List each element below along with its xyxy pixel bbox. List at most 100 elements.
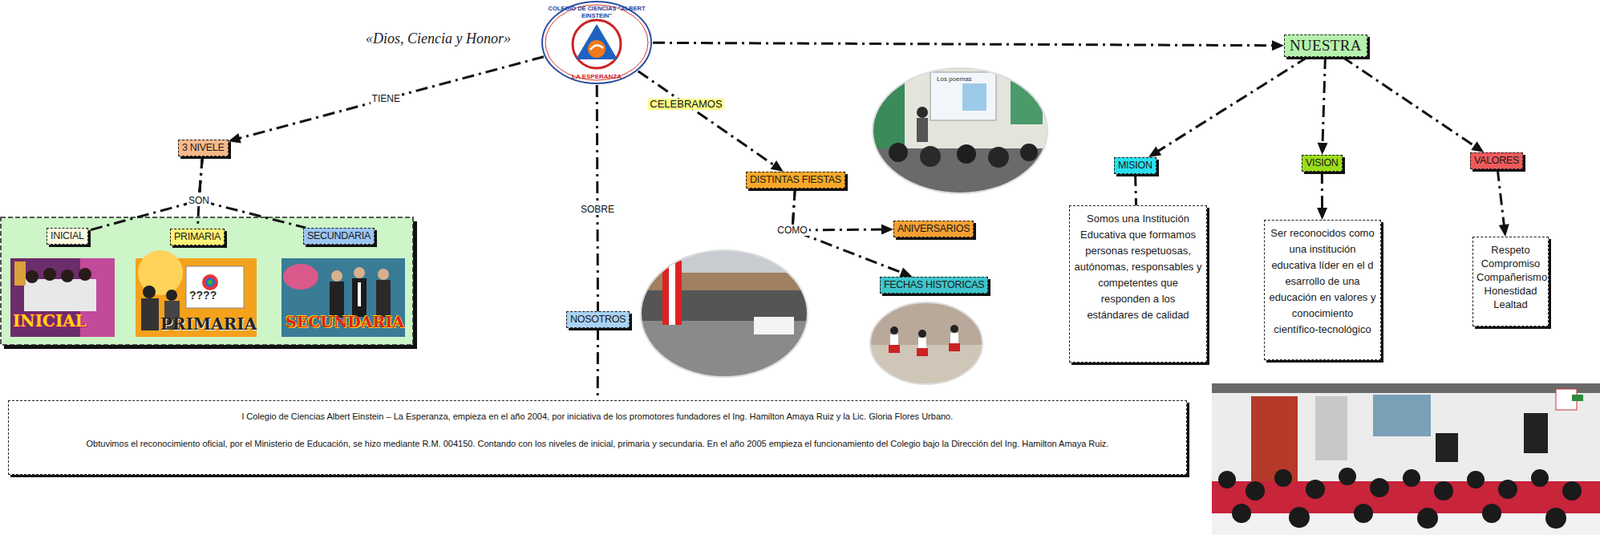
node-text: SECUNDARIA — [307, 230, 371, 243]
category-tag: MISION — [1113, 157, 1157, 175]
photo-part — [962, 83, 987, 111]
photo-part — [918, 329, 927, 338]
photo-part — [377, 268, 389, 280]
photo-part — [14, 261, 26, 286]
arrow-head — [1271, 40, 1285, 51]
photo-part — [25, 270, 39, 284]
connector — [228, 56, 545, 144]
photo-part — [950, 324, 959, 333]
arrow-head — [1470, 141, 1484, 153]
node-text: FECHAS HISTORICAS — [883, 279, 985, 292]
photo-part — [1433, 481, 1454, 501]
inicial-photo — [10, 258, 115, 337]
photo-part — [1315, 396, 1348, 461]
photo-part — [1353, 503, 1374, 523]
connector-line — [596, 85, 598, 312]
parade-photo — [640, 250, 809, 378]
photo-part — [1498, 479, 1518, 499]
flag — [668, 260, 676, 325]
node-text: NOSOTROS — [570, 313, 626, 326]
photo-caption: ???? — [189, 288, 217, 302]
classroom-photo — [872, 68, 1049, 197]
node-text: PRIMARIA — [174, 230, 221, 244]
photo-part — [916, 117, 928, 142]
connector-line — [1497, 169, 1504, 228]
node-text: Respeto — [1476, 243, 1545, 257]
node-text: INICIAL — [50, 230, 85, 243]
connector — [597, 328, 599, 401]
connector-line — [88, 156, 203, 231]
photo-bg — [1211, 383, 1600, 535]
logo-ring — [545, 4, 649, 81]
connector — [1148, 56, 1309, 158]
photo-part — [166, 289, 178, 301]
photo-caption: SECUNDARIA — [285, 312, 405, 331]
photo-part — [202, 274, 219, 291]
category-tag: INICIAL — [46, 227, 89, 245]
logo-inner — [572, 20, 621, 69]
photo-part — [1369, 477, 1390, 498]
projector-screen — [930, 72, 997, 121]
connector — [1342, 56, 1485, 153]
edge-label: CELEBRAMOS — [648, 98, 724, 110]
photo-frame — [640, 250, 808, 377]
connector-line — [792, 188, 904, 274]
school-logo: COLEGIO DE CIENCIAS "ALBERT EINSTEIN"LA … — [540, 0, 653, 86]
photo-part — [919, 145, 941, 167]
category-tag: DISTINTAS FIESTAS — [745, 171, 846, 189]
connector-line — [1322, 56, 1325, 146]
node-text: VALORES — [1474, 154, 1519, 167]
category-tag: VISION — [1301, 154, 1343, 172]
photo-part — [1211, 513, 1600, 535]
category-tag: NOSOTROS — [566, 311, 630, 329]
connector-line — [652, 42, 1276, 45]
logo-triangle — [575, 24, 618, 60]
node-text: MISION — [1117, 159, 1153, 172]
photo-part — [1231, 503, 1252, 523]
photo-part — [1211, 383, 1600, 393]
arrow-head — [881, 224, 894, 235]
photo-bg — [640, 250, 809, 378]
crowd-heads — [1218, 467, 1582, 529]
photo-caption: INICIAL — [12, 311, 87, 331]
connector-line — [638, 71, 777, 167]
connector-line — [1342, 56, 1478, 148]
connector — [198, 156, 306, 228]
category-tag: ANIVERSARIOS — [893, 220, 974, 238]
levels-band — [0, 217, 418, 349]
motto-text: «Dios, Ciencia y Honor» — [365, 30, 511, 48]
edge-label: SOBRE — [579, 203, 616, 215]
node-text: ANIVERSARIOS — [897, 222, 970, 235]
photo-bg — [10, 258, 115, 337]
photo-part — [1482, 503, 1502, 523]
history-box: l Colegio de Ciencias Albert Einstein – … — [8, 400, 1187, 475]
photo-part — [1245, 481, 1265, 501]
band-shadow — [4, 221, 418, 349]
photo-part — [916, 348, 928, 357]
photo-part — [1211, 481, 1600, 535]
node-text: Honestidad — [1476, 283, 1545, 298]
photo-part — [329, 281, 345, 318]
edge-label: COMO — [775, 224, 809, 236]
arrow-head — [1148, 146, 1162, 158]
photo-part — [948, 343, 960, 352]
photo-bg — [281, 258, 406, 337]
node-text: Obtuvimos el reconocimiento oficial, por… — [13, 437, 1182, 450]
connector-line — [596, 328, 600, 401]
screen-text: Los poemas — [936, 75, 973, 83]
arrow-head — [1316, 207, 1328, 220]
photo-part — [1435, 433, 1459, 462]
photo-frame — [872, 68, 1048, 194]
photo-part — [1545, 507, 1567, 529]
text-box: Somos una Institución Educativa que form… — [1069, 205, 1208, 363]
photo-part — [142, 285, 156, 299]
photo-part — [376, 279, 391, 317]
photo-part — [916, 106, 928, 118]
arrow-head — [228, 133, 242, 144]
connector — [652, 40, 1285, 51]
node-text: Lealtad — [1476, 297, 1545, 312]
connector — [1497, 169, 1509, 237]
photo-part — [60, 269, 74, 283]
